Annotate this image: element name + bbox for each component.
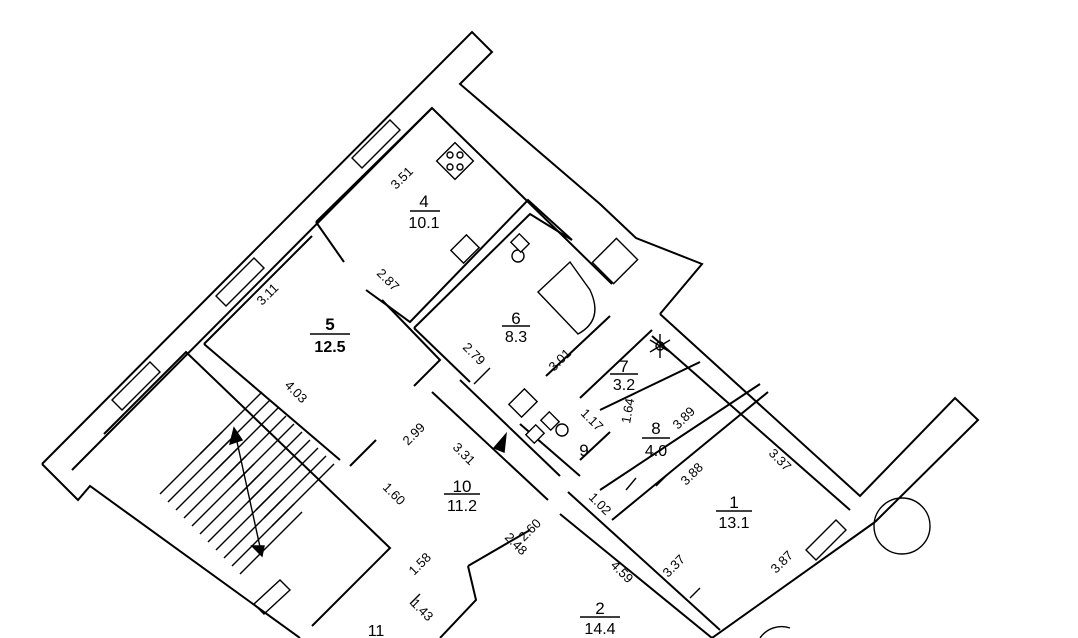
svg-text:9: 9 (579, 441, 588, 460)
svg-text:7: 7 (619, 357, 628, 376)
svg-text:10.1: 10.1 (408, 215, 439, 232)
svg-text:8.3: 8.3 (505, 329, 527, 346)
room-4-label: 4 10.1 (408, 192, 440, 232)
room-6-label: 6 8.3 (502, 309, 530, 346)
dim-label: 4.03 (282, 378, 311, 407)
dim-label: 3.51 (388, 164, 417, 193)
svg-text:4.0: 4.0 (645, 443, 667, 460)
interior-walls (103, 107, 769, 638)
room-labels: 4 10.1 5 12.5 6 8.3 7 3.2 8 4.0 9 10 (310, 192, 752, 638)
stairs (159, 391, 335, 575)
svg-text:12.5: 12.5 (314, 339, 345, 356)
dimension-ticks (409, 367, 701, 605)
svg-text:8: 8 (651, 419, 660, 438)
dim-label: 2.87 (374, 266, 403, 295)
room-5-label: 5 12.5 (310, 315, 350, 356)
dim-label: 1.02 (586, 490, 615, 519)
dim-label: 3.31 (450, 440, 479, 469)
svg-text:11: 11 (368, 623, 385, 638)
svg-text:5: 5 (325, 315, 334, 334)
svg-text:4: 4 (419, 192, 428, 211)
room-7-label: 7 3.2 (610, 357, 638, 394)
svg-text:14.4: 14.4 (584, 621, 615, 638)
dim-label: 3.37 (660, 552, 689, 581)
windows (111, 119, 847, 615)
outer-walls (41, 30, 980, 638)
svg-text:13.1: 13.1 (718, 515, 749, 532)
dim-label: 1.58 (406, 550, 435, 579)
dim-label: 1.64 (618, 397, 637, 425)
svg-text:3.2: 3.2 (613, 377, 635, 394)
dim-label: 4.59 (608, 558, 637, 587)
dim-label: 2.99 (400, 420, 429, 449)
svg-text:10: 10 (453, 477, 472, 496)
svg-text:11.2: 11.2 (447, 498, 477, 515)
room-1-label: 1 13.1 (716, 493, 752, 532)
dim-label: 1.60 (380, 480, 409, 509)
room-2-label: 2 14.4 (580, 599, 620, 638)
fixtures (435, 141, 931, 638)
svg-text:1: 1 (729, 493, 738, 512)
dim-label: 1.43 (408, 596, 437, 625)
room-8-label: 8 4.0 (642, 419, 670, 460)
dim-label: 3.37 (766, 446, 795, 475)
svg-text:2: 2 (595, 599, 604, 618)
room-11-label: 11 (368, 623, 385, 638)
room-9-label: 9 (579, 441, 588, 460)
dim-label: 3.87 (768, 548, 797, 577)
room-10-label: 10 11.2 (444, 477, 480, 515)
svg-text:6: 6 (511, 309, 520, 328)
dim-label: 2.79 (460, 340, 489, 369)
dim-label: 3.01 (546, 346, 575, 375)
